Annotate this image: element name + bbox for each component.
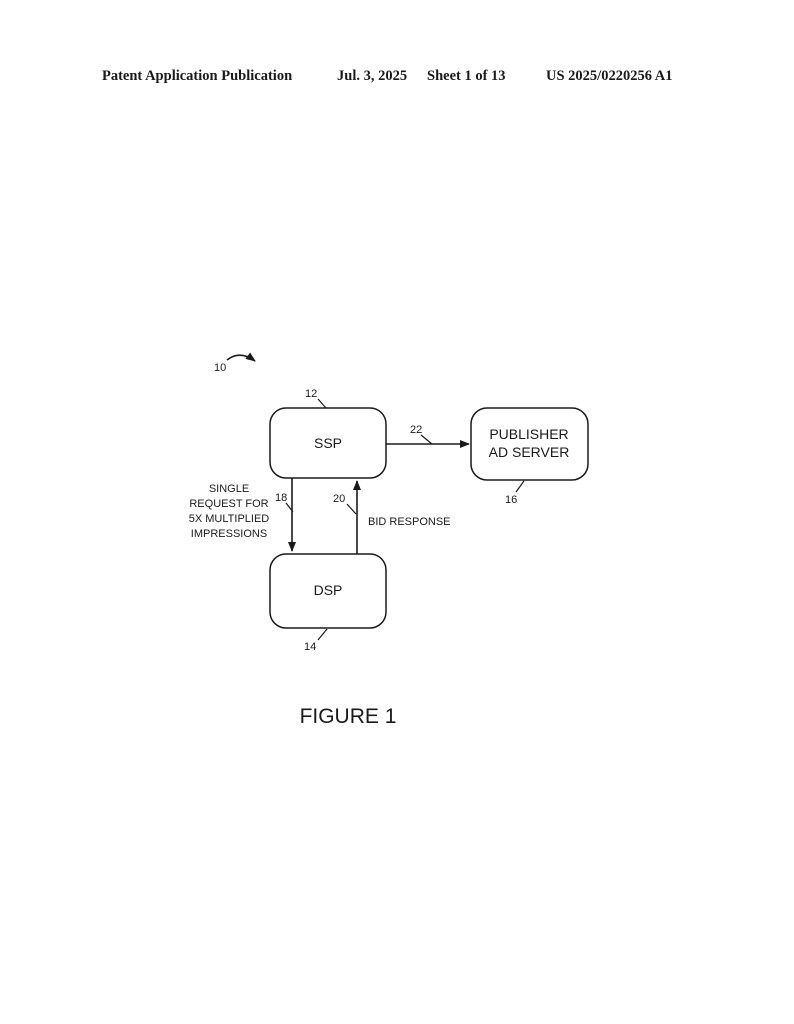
system-ref-arrow <box>226 352 256 362</box>
publisher-label-line1: PUBLISHER <box>489 426 568 442</box>
dsp-ref-label: 14 <box>304 641 316 653</box>
publisher-ref-leader <box>515 480 525 493</box>
figure-caption: FIGURE 1 <box>300 705 397 728</box>
dsp-label: DSP <box>314 582 343 598</box>
dsp-box <box>269 553 387 629</box>
page-header: Patent Application Publication Jul. 3, 2… <box>0 68 794 88</box>
bid-response-ref-leader <box>346 503 357 515</box>
dsp-ref-leader <box>317 628 328 641</box>
request-label-line4: IMPRESSIONS <box>191 528 267 540</box>
ssp-ref-leader <box>317 398 327 409</box>
request-label-line3: 5X MULTIPLIED <box>189 513 270 525</box>
publisher-ref-label: 16 <box>505 494 517 506</box>
bid-response-label: BID RESPONSE <box>368 516 451 528</box>
publisher-box <box>470 407 589 481</box>
publication-date: Jul. 3, 2025 <box>337 68 408 84</box>
sheet-number: Sheet 1 of 13 <box>427 68 506 84</box>
request-label: SINGLE REQUEST FOR 5X MULTIPLIED IMPRESS… <box>189 483 270 540</box>
ssp-node: SSP <box>269 407 387 479</box>
dsp-node: DSP <box>269 553 387 629</box>
ssp-box <box>269 407 387 479</box>
request-ref-leader <box>285 502 294 513</box>
publisher-ad-server-node: PUBLISHER AD SERVER <box>470 407 589 481</box>
ssp-label: SSP <box>314 435 342 451</box>
publication-type: Patent Application Publication <box>102 68 293 84</box>
ssp-to-publisher-ref-leader <box>420 434 433 445</box>
publisher-label-line2: AD SERVER <box>489 444 570 460</box>
publication-number: US 2025/0220256 A1 <box>546 68 673 84</box>
ssp-ref-label: 12 <box>305 388 317 400</box>
request-ref: 18 <box>275 492 287 504</box>
request-label-line1: SINGLE <box>209 483 249 495</box>
system-ref-label: 10 <box>214 362 226 374</box>
bid-response-ref: 20 <box>333 493 345 505</box>
ssp-to-publisher-ref: 22 <box>410 424 422 436</box>
request-label-line2: REQUEST FOR <box>189 498 268 510</box>
